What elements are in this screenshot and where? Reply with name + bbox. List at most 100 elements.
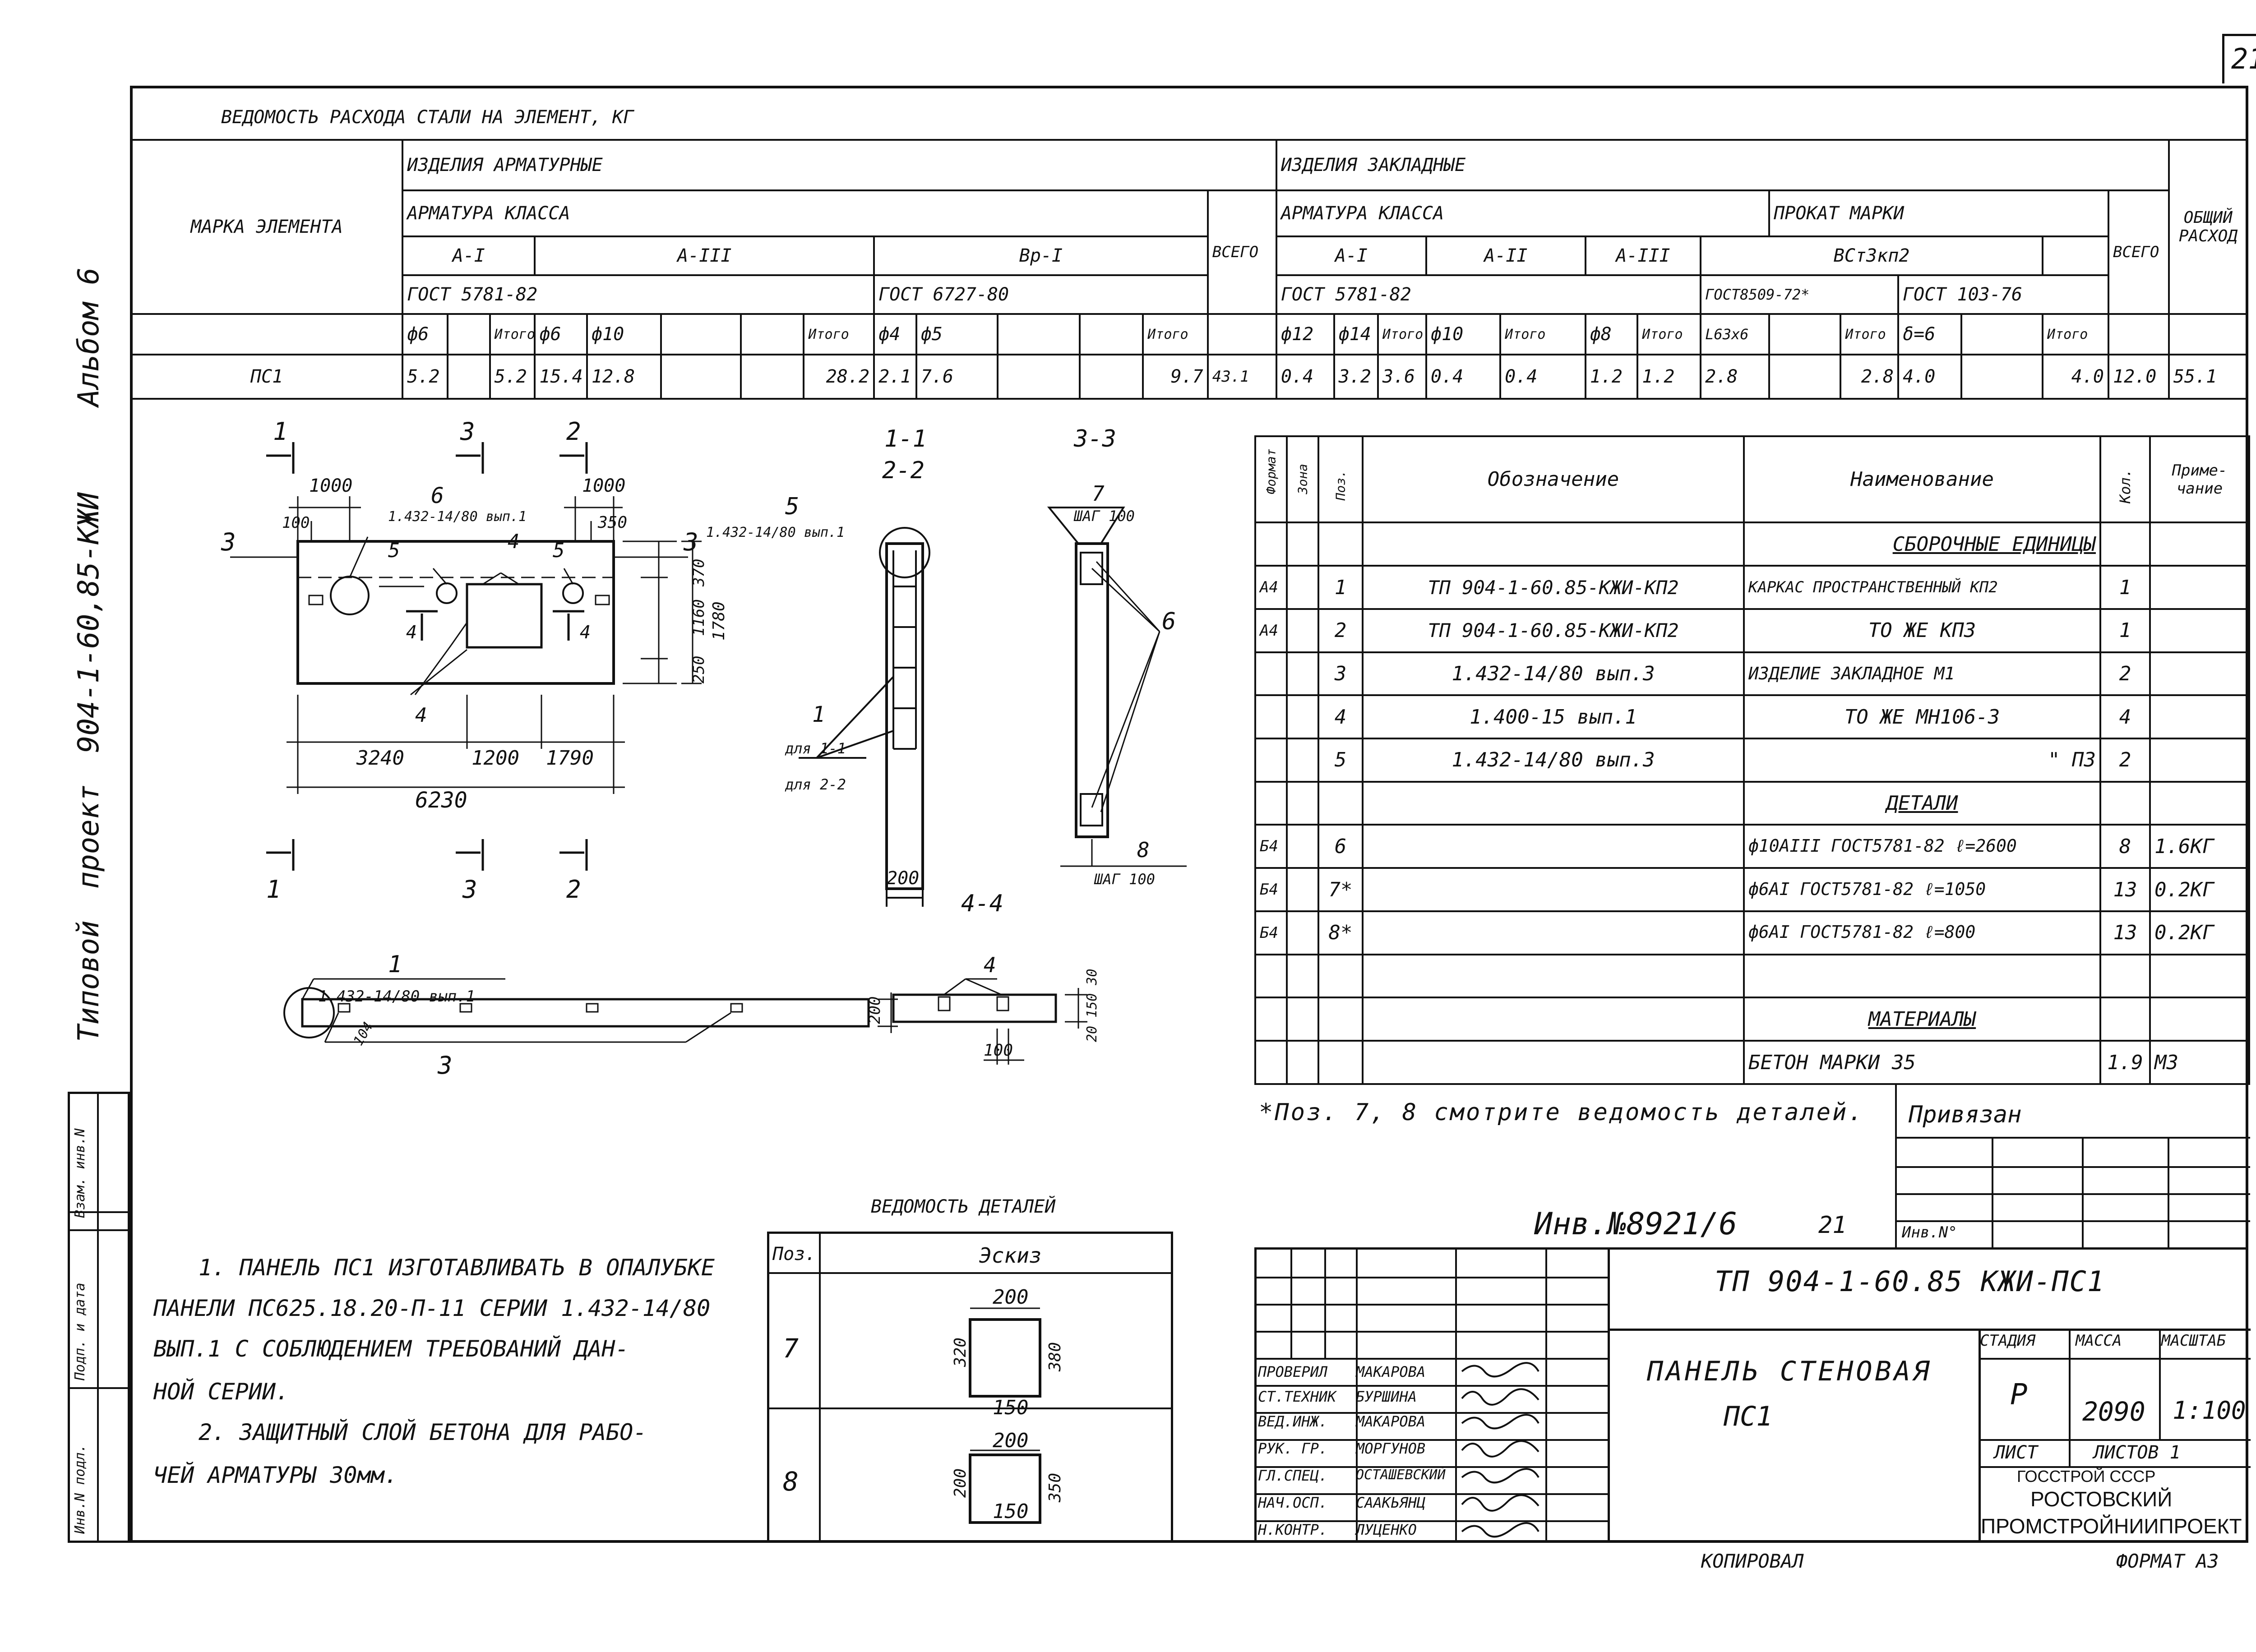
listov-label: ЛИСТОВ 1 [2094,1442,2181,1463]
dim-3240: 3240 [356,747,404,770]
d7-top: 200 [993,1286,1028,1309]
sub-cell [996,313,1081,356]
class-bp1: Вр-I [873,235,1209,276]
dim-6230: 6230 [415,788,467,813]
dim-20-160-30: 20 150 30 [1084,969,1100,1042]
steel-value-row: ПС1 5.2 5.2 15.4 12.8 28.2 2.1 7.6 9.7 4… [129,354,2249,400]
spec-row: 5 1.432-14/80 вып.3 " П3 2 [1254,738,2250,783]
value-cell: 7.6 [915,354,999,400]
sub-cell [1079,313,1144,356]
sec-11-label: 1-1 [884,425,927,452]
left-stamp [68,1092,130,1543]
side-part-2: проект [72,784,106,889]
sec-33-label: 3-3 [1073,425,1116,452]
sub-cell: Итого [803,313,875,356]
person-role: Н.КОНТР. [1258,1521,1328,1538]
dim-1160: 1160 [690,599,708,636]
spec-h-format: Формат [1254,435,1288,524]
sub-cell: Итого [1637,313,1702,356]
format: ФОРМАТ А3 [2116,1550,2219,1572]
value-cell [1960,354,2044,400]
page-number: 21 [2231,42,2256,75]
value-cell: 9.7 [1142,354,1209,400]
d8-bottom: 150 [993,1500,1028,1523]
sub-cell: ф10 [1425,313,1502,356]
sec-mark-1-b: 1 [266,875,281,904]
class-a2: А-II [1425,235,1586,276]
spec-h-designation: Обозначение [1362,435,1745,524]
sub-cell: Итого [2042,313,2110,356]
note-2: 2. ЗАЩИТНЫЙ СЛОЙ БЕТОНА ДЛЯ РАБО- [199,1419,647,1445]
sub-cell: Итого [1142,313,1209,356]
sec-mark-2: 2 [566,417,581,446]
value-cell: 3.6 [1377,354,1427,400]
total-header: ОБЩИЙ РАСХОД [2168,139,2249,315]
value-cell: 5.2 [489,354,536,400]
masshtab-value: 1:100 [2173,1396,2246,1425]
inv-label: Инв.N° [1902,1223,1957,1241]
sub-cell: Итого [489,313,536,356]
ref-1: 1.432-14/80 вып.1 [318,988,475,1006]
person-name: МАКАРОВА [1356,1363,1426,1380]
value-cell: 55.1 [2168,354,2249,400]
sub-cell: ф4 [873,313,917,356]
note-1: 1. ПАНЕЛЬ ПС1 ИЗГОТАВЛИВАТЬ В ОПАЛУБКЕ [199,1255,715,1281]
value-cell: 4.0 [2042,354,2110,400]
spec-h-name: Наименование [1743,435,2101,524]
privyazan: Привязан [1909,1101,2022,1128]
note-1d: НОЙ СЕРИИ. [153,1379,290,1405]
stadia-value: Р [2010,1378,2028,1412]
dim-250: 250 [690,656,708,683]
side-part-1: Типовой [72,920,106,1042]
side-part-4: Альбом 6 [72,267,106,407]
sub-cell: ф6 [534,313,588,356]
sub-cell: δ=6 [1897,313,1962,356]
class-vst: ВСт3кп2 [1700,235,2044,276]
pos-6: 6 [431,483,444,508]
sec-22-label: 2-2 [882,457,925,484]
kopiroval: КОПИРОВАЛ [1701,1550,1804,1572]
person-role: СТ.ТЕХНИК [1258,1388,1336,1405]
sub-cell: ф12 [1275,313,1335,356]
inv-number: 21 [1818,1212,1847,1239]
spec-row: ДЕТАЛИ [1254,780,2250,826]
value-cell: 2.8 [1840,354,1900,400]
value-cell: 0.4 [1275,354,1335,400]
detail-7-pos: 7 [783,1333,799,1364]
dim-1790: 1790 [546,747,594,770]
pos-5-sec: 5 [785,493,799,520]
stadia-label: СТАДИЯ [1980,1332,2035,1350]
dim-1200: 1200 [472,747,519,770]
details-table [767,1232,1173,1543]
person-name: БУРШИНА [1356,1388,1417,1405]
value-cell: 12.0 [2108,354,2170,400]
inv-handwritten: Инв.№8921/6 [1534,1206,1738,1242]
value-cell: 4.0 [1897,354,1962,400]
sec-mark-3: 3 [460,417,475,446]
value-cell: ПС1 [129,354,404,400]
sub-cell: Итого [1377,313,1427,356]
person-name: ЛУЦЕНКО [1356,1521,1417,1538]
org-3: ПРОМСТРОЙНИИПРОЕКТ [1981,1514,2242,1538]
sub-cell: Итого [1840,313,1900,356]
masshtab-label: МАСШТАБ [2161,1332,2226,1350]
pos-8: 8 [1137,838,1150,862]
class-a1: А-I [402,235,536,276]
spec-section-heading: СБОРОЧНЫЕ ЕДИНИЦЫ [1743,521,2101,567]
sub-cell [446,313,491,356]
person-name: ОСТАШЕВСКИЙ [1356,1467,1446,1483]
value-cell: 12.8 [586,354,662,400]
spec-section-heading: ДЕТАЛИ [1743,780,2101,826]
d7-left: 320 [951,1338,970,1367]
value-cell: 15.4 [534,354,588,400]
value-cell: 0.4 [1499,354,1586,400]
dim-100: 100 [282,514,310,532]
mark-header: МАРКА ЭЛЕМЕНТА [129,139,404,315]
gost-103: ГОСТ 103-76 [1897,274,2170,315]
person-name: СААКЬЯНЦ [1356,1494,1426,1511]
title-block [1254,1247,2251,1543]
spec-row: 4 1.400-15 вып.1 ТО ЖЕ МН106-3 4 [1254,694,2250,740]
